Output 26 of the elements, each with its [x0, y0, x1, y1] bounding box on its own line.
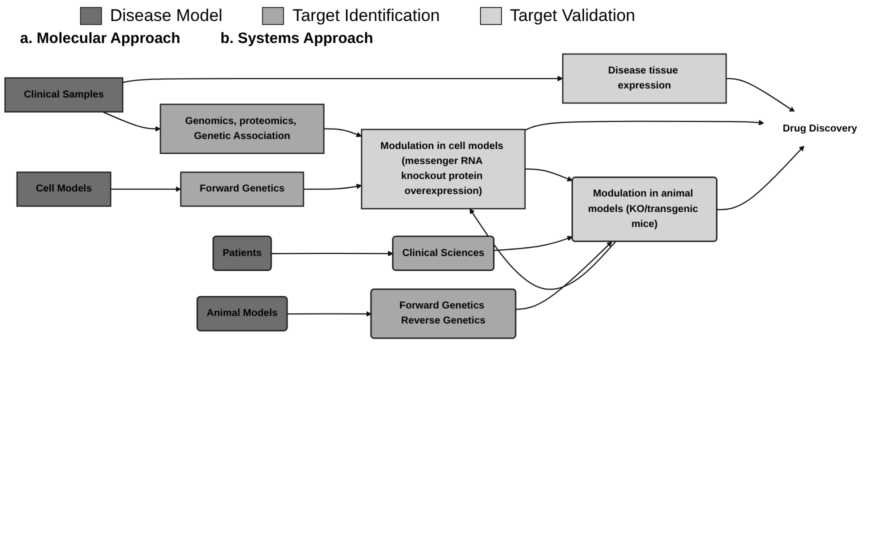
legend-label: Target Validation: [510, 6, 636, 26]
arrow: [494, 236, 573, 252]
node-box: Modulation in cell models (messenger RNA knockout protein overexpression): [360, 128, 526, 210]
arrow: [469, 208, 616, 290]
legend-label: Target Identification: [292, 6, 440, 26]
arrow: [303, 184, 362, 190]
arrow: [726, 78, 795, 112]
node-box: Disease tissue expression: [562, 53, 727, 104]
arrow: [324, 128, 362, 138]
node-box: Forward Genetics: [180, 172, 304, 207]
legend-label: Disease Model: [110, 6, 222, 26]
arrow: [524, 120, 764, 131]
node-text: Drug Discovery: [782, 123, 858, 134]
arrow: [717, 146, 804, 210]
arrow: [525, 168, 573, 182]
arrow: [287, 311, 372, 317]
node-box: Genomics, proteomics, Genetic Association: [160, 104, 324, 154]
arrow: [516, 241, 612, 310]
section-heading: b. Systems Approach: [220, 30, 374, 47]
arrow: [271, 250, 394, 256]
node-box: Clinical Samples: [4, 77, 124, 112]
arrow: [122, 76, 563, 84]
arrow: [110, 186, 182, 192]
node-box: Cell Models: [16, 172, 112, 207]
section-heading: a. Molecular Approach: [20, 30, 180, 47]
arrow: [102, 111, 161, 132]
